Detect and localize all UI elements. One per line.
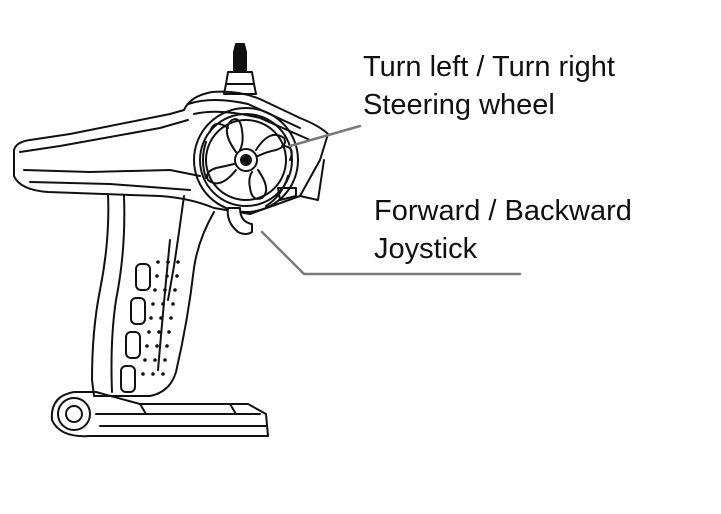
transmitter-body xyxy=(13,90,329,215)
grip-dots xyxy=(141,260,180,376)
steering-wheel xyxy=(193,107,299,213)
steering-leader-line xyxy=(288,124,362,148)
steering-label-line2: Steering wheel xyxy=(363,89,555,121)
antenna xyxy=(223,43,257,95)
throttle-label-line1: Forward / Backward xyxy=(374,195,632,227)
throttle-trigger xyxy=(226,187,297,235)
steering-label-line1: Turn left / Turn right xyxy=(363,51,615,83)
grip-handle xyxy=(91,193,215,397)
throttle-label-line2: Joystick xyxy=(374,233,478,265)
base-stand xyxy=(50,391,269,438)
throttle-leader-line xyxy=(260,230,522,276)
leader-lines xyxy=(260,124,522,276)
